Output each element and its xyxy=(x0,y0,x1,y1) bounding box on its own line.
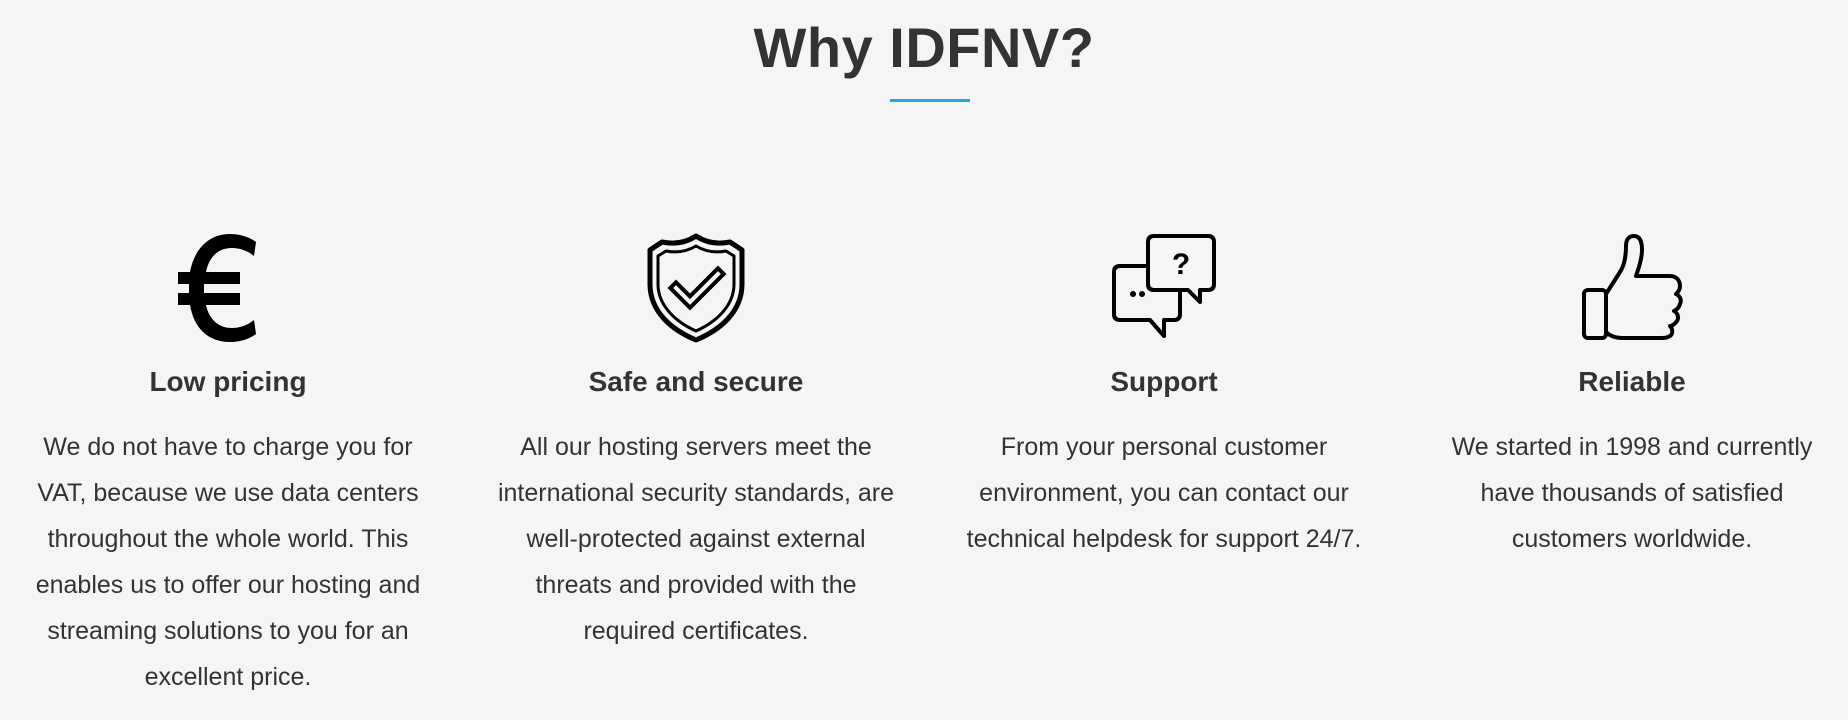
feature-title: Low pricing xyxy=(149,366,307,397)
feature-low-pricing: Low pricing We do not have to charge you… xyxy=(18,232,438,700)
feature-title: Reliable xyxy=(1578,366,1686,397)
feature-text: All our hosting servers meet the interna… xyxy=(497,433,895,645)
euro-icon xyxy=(178,234,256,342)
feature-support: ? Support From your personal customer en… xyxy=(954,232,1374,562)
chat-bubbles-icon: ? xyxy=(1112,234,1216,338)
section-heading: Why IDFNV? xyxy=(753,16,1095,79)
feature-safe-and-secure: Safe and secure All our hosting servers … xyxy=(486,232,906,654)
feature-reliable: Reliable We started in 1998 and currentl… xyxy=(1422,232,1842,562)
shield-check-icon xyxy=(647,233,745,343)
heading-divider xyxy=(890,99,970,102)
feature-text: We do not have to charge you for VAT, be… xyxy=(35,433,421,691)
feature-text: We started in 1998 and currently have th… xyxy=(1451,433,1813,553)
thumbs-up-icon xyxy=(1582,234,1683,340)
feature-text: From your personal customer environment,… xyxy=(966,433,1362,553)
feature-title: Safe and secure xyxy=(588,366,804,397)
svg-text:?: ? xyxy=(1172,248,1190,281)
feature-title: Support xyxy=(1110,366,1218,397)
